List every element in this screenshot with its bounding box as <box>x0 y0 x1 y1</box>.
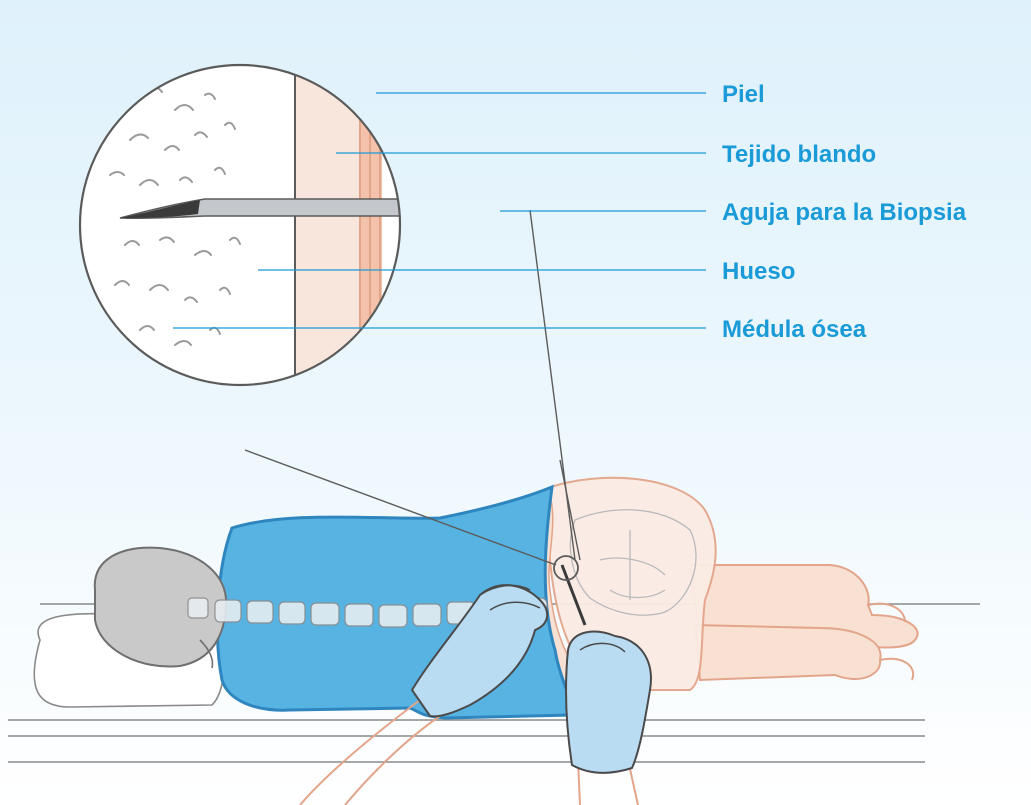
label-biopsy-needle: Aguja para la Biopsia <box>722 199 967 226</box>
label-bone: Hueso <box>722 258 795 285</box>
right-gloved-hand <box>566 632 651 805</box>
patient-legs <box>690 565 918 680</box>
label-skin: Piel <box>722 81 765 108</box>
anatomy-labels: Piel Tejido blando Aguja para la Biopsia… <box>722 81 967 343</box>
label-soft-tissue: Tejido blando <box>722 141 876 168</box>
magnified-lens <box>80 40 528 410</box>
label-bone-marrow: Médula ósea <box>722 316 867 343</box>
